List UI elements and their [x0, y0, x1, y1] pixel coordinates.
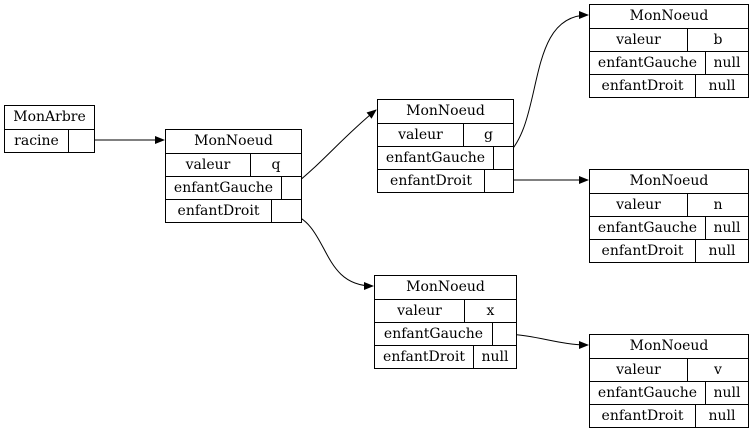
node-g-gauche-pointer — [494, 147, 513, 169]
node-q-droit-label: enfantDroit — [166, 200, 272, 222]
node-g-gauche-row: enfantGauche — [378, 147, 513, 170]
node-b-gauche-row: enfantGauche null — [590, 52, 748, 75]
edge-g-left-to-b — [502, 11, 589, 160]
node-n-droit-row: enfantDroit null — [590, 240, 748, 262]
node-b-title: MonNoeud — [590, 5, 748, 29]
node-n-gauche-label: enfantGauche — [590, 217, 706, 239]
node-g-gauche-label: enfantGauche — [378, 147, 494, 169]
node-b-droit-null: null — [708, 78, 736, 94]
node-g-valeur-label: valeur — [378, 124, 464, 146]
node-q: MonNoeud valeur q enfantGauche enfantDro… — [165, 129, 302, 223]
node-b-gauche-label: enfantGauche — [590, 52, 706, 74]
node-g-droit-label: enfantDroit — [378, 170, 485, 192]
node-v-valeur-row: valeur v — [590, 359, 748, 382]
racine-row: racine — [5, 130, 94, 152]
node-g-title: MonNoeud — [378, 100, 513, 124]
edge-q-left-to-g — [289, 109, 377, 190]
node-v: MonNoeud valeur v enfantGauche null enfa… — [589, 334, 749, 428]
node-g-droit-pointer — [485, 170, 513, 192]
node-q-droit-pointer — [272, 200, 301, 222]
node-n-valeur-row: valeur n — [590, 194, 748, 217]
node-q-gauche-label: enfantGauche — [166, 177, 282, 199]
node-x: MonNoeud valeur x enfantGauche enfantDro… — [374, 275, 517, 369]
node-x-droit-row: enfantDroit null — [375, 346, 516, 368]
node-v-droit-label: enfantDroit — [590, 405, 696, 427]
node-v-valeur-label: valeur — [590, 359, 688, 381]
node-x-title: MonNoeud — [375, 276, 516, 300]
node-g-valeur: g — [484, 127, 493, 143]
node-v-title: MonNoeud — [590, 335, 748, 359]
node-g-valeur-row: valeur g — [378, 124, 513, 147]
node-v-gauche-null: null — [713, 385, 741, 401]
node-q-valeur-label: valeur — [166, 154, 251, 176]
node-q-gauche-row: enfantGauche — [166, 177, 301, 200]
node-b-valeur-row: valeur b — [590, 29, 748, 52]
node-n-title: MonNoeud — [590, 170, 748, 194]
edge-x-left-to-v — [504, 329, 589, 349]
node-v-droit-row: enfantDroit null — [590, 405, 748, 427]
node-b: MonNoeud valeur b enfantGauche null enfa… — [589, 4, 749, 98]
racine-pointer — [69, 130, 94, 152]
racine-label: racine — [5, 130, 69, 152]
node-n-gauche-row: enfantGauche null — [590, 217, 748, 240]
node-q-droit-row: enfantDroit — [166, 200, 301, 222]
node-v-gauche-label: enfantGauche — [590, 382, 706, 404]
node-x-valeur-label: valeur — [375, 300, 465, 322]
node-b-valeur-label: valeur — [590, 29, 688, 51]
node-g: MonNoeud valeur g enfantGauche enfantDro… — [377, 99, 514, 193]
node-v-droit-null: null — [708, 408, 736, 424]
node-x-valeur-row: valeur x — [375, 300, 516, 323]
node-x-valeur: x — [486, 303, 495, 319]
node-b-valeur: b — [713, 32, 723, 48]
node-x-gauche-row: enfantGauche — [375, 323, 516, 346]
node-x-gauche-label: enfantGauche — [375, 323, 493, 345]
node-x-gauche-pointer — [493, 323, 516, 345]
monarbre-node: MonArbre racine — [4, 105, 95, 153]
monarbre-title: MonArbre — [5, 106, 94, 130]
node-x-droit-null: null — [481, 349, 509, 365]
node-q-valeur-row: valeur q — [166, 154, 301, 177]
node-v-valeur: v — [714, 362, 722, 378]
node-b-droit-label: enfantDroit — [590, 75, 696, 97]
node-n-gauche-null: null — [713, 220, 741, 236]
node-n-valeur-label: valeur — [590, 194, 688, 216]
node-q-valeur: q — [271, 157, 281, 173]
node-n: MonNoeud valeur n enfantGauche null enfa… — [589, 169, 749, 263]
node-n-droit-label: enfantDroit — [590, 240, 696, 262]
node-q-title: MonNoeud — [166, 130, 301, 154]
node-n-valeur: n — [713, 197, 723, 213]
node-n-droit-null: null — [708, 243, 736, 259]
node-v-gauche-row: enfantGauche null — [590, 382, 748, 405]
node-x-droit-label: enfantDroit — [375, 346, 474, 368]
node-g-droit-row: enfantDroit — [378, 170, 513, 192]
node-q-gauche-pointer — [282, 177, 301, 199]
node-b-droit-row: enfantDroit null — [590, 75, 748, 97]
node-b-gauche-null: null — [713, 55, 741, 71]
